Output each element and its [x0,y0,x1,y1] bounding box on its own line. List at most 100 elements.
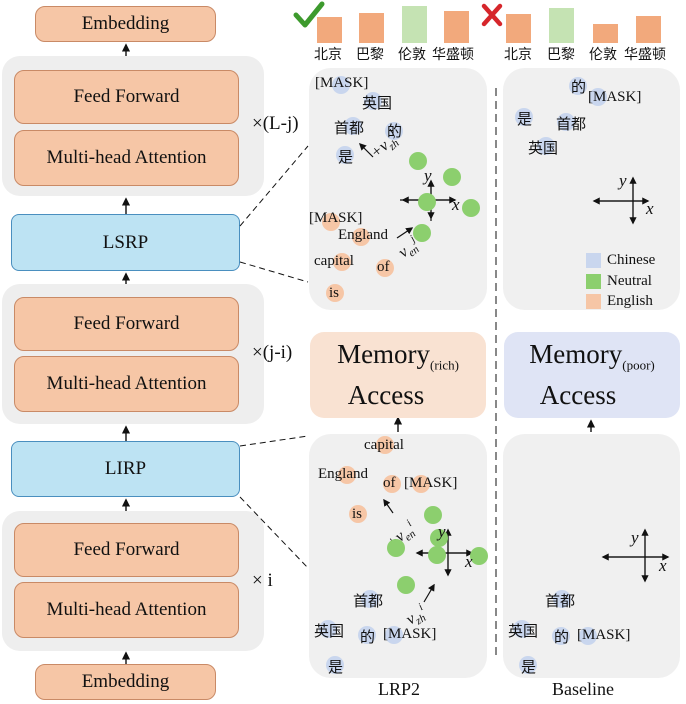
lrp2-top-england: England [338,227,388,243]
baseline-bottom-mask: [MASK] [577,627,631,643]
base-dot-yingguo [537,137,555,155]
baseline-top-panel [503,68,680,310]
baseline-top-shi: 是 [517,112,533,128]
bar-right-london [593,24,618,43]
dot-zh-mask [332,76,350,94]
lrp2-bottom-shi: 是 [328,660,344,676]
memory-rich-line2: Access [347,380,425,411]
lrp2-bottom-of: of [383,475,396,491]
b-dot-yingguo [319,620,337,638]
baseline-bottom-axis-x: x [659,556,667,575]
dot-zh-shi [336,146,354,164]
b-dot-de [358,626,376,644]
mha-bot-block: Multi-head Attention [14,582,239,638]
baseline-top-axes [592,176,650,225]
b-dot-neutral-4 [428,546,446,564]
dot-neutral-5 [413,224,431,242]
lrp2-top-capital: capital [314,253,354,269]
lrp2-bottom-shoudu: 首都 [353,594,384,610]
legend-english: English [586,293,653,310]
base-dot-shoudu [557,113,575,131]
repeat-bot-label: × i [252,570,273,591]
bar-left-beijing [317,17,342,43]
lirp-block: LIRP [11,441,240,497]
b-dot-shi [326,656,344,674]
city-right-1: 北京 [504,48,532,63]
city-right-3: 伦敦 [589,48,617,63]
b-dot-mask-zh [385,626,403,644]
repeat-top-label: ×(L-j) [252,113,299,134]
embedding-top-label: Embedding [81,13,170,34]
lrp2-top-de: 的 [387,124,403,140]
lsrp-block: LSRP [11,214,240,271]
feed-forward-bot-label: Feed Forward [73,539,180,560]
embedding-top-block: Embedding [35,6,216,42]
base-dot-mask [589,88,607,106]
bb-dot-shoudu [553,590,571,608]
legend-chinese: Chinese [586,252,655,269]
mha-top-label: Multi-head Attention [46,147,207,168]
lirp-connector-up [239,435,309,447]
memory-poor-line2: Access [539,380,617,411]
lrp2-top-of: of [377,259,390,275]
baseline-top-yingguo: 英国 [528,141,559,157]
baseline-top-mask: [MASK] [588,89,642,105]
cross-icon [481,3,503,27]
memory-poor-sub: (poor) [622,357,655,373]
vec-zh-top-arrow [358,142,374,158]
lirp-label: LIRP [104,458,147,479]
lrp2-bottom-axis-x: x [465,552,473,571]
baseline-top-shoudu: 首都 [556,117,587,133]
dot-neutral-3 [418,193,436,211]
dot-zh-yingguo [364,92,382,110]
b-dot-neutral-3 [387,539,405,557]
b-dot-of [383,475,401,493]
memory-rich-line1: Memory(rich) [337,339,459,380]
lrp2-top-is: is [329,285,340,301]
baseline-top-de: 的 [571,80,587,96]
baseline-bottom-axis-y: y [631,528,639,547]
feed-forward-mid-label: Feed Forward [73,313,180,334]
b-dot-is [349,505,367,523]
lrp2-bottom-axis-y: y [438,522,446,541]
baseline-bottom-de: 的 [554,630,570,646]
lrp2-top-axis-x: x [452,195,460,214]
legend-chinese-swatch [586,253,601,268]
dot-neutral-4 [462,199,480,217]
vec-en-bottom-arrow [383,498,394,514]
city-right-4: 华盛顿 [624,48,666,63]
bar-left-paris [359,13,384,43]
base-dot-de [569,77,587,95]
vec-en-top-arrow [396,227,414,239]
mha-mid-block: Multi-head Attention [14,356,239,412]
legend-neutral-label: Neutral [607,273,652,289]
feed-forward-mid-block: Feed Forward [14,297,239,351]
dot-zh-shoudu [344,117,362,135]
embedding-bottom-block: Embedding [35,664,216,700]
lsrp-connector-down [239,261,309,283]
feed-forward-bot-block: Feed Forward [14,523,239,577]
dot-en-mask [322,213,340,231]
caption-baseline: Baseline [552,679,614,699]
base-dot-shi [515,108,533,126]
memory-access-rich: Memory(rich) Access [310,332,486,418]
city-left-1: 北京 [314,48,342,63]
lrp2-bottom-mask: [MASK] [404,475,458,491]
check-icon [293,1,325,28]
feed-forward-top-label: Feed Forward [73,86,180,107]
legend-chinese-label: Chinese [607,252,656,268]
b-dot-mask [412,475,430,493]
feed-forward-top-block: Feed Forward [14,70,239,124]
repeat-mid-label: ×(j-i) [252,342,293,363]
mha-top-block: Multi-head Attention [14,130,239,186]
bb-dot-de [552,627,570,645]
vec-zh-bottom-arrow [423,583,435,603]
lrp2-bottom-yingguo: 英国 [314,624,345,640]
memory-poor-word: Memory [529,338,623,369]
lrp2-bottom-is: is [352,506,363,522]
dot-en-england [352,228,370,246]
lrp2-top-mask: [MASK] [315,75,369,91]
mha-bot-label: Multi-head Attention [46,599,207,620]
lrp2-bottom-england: England [318,466,368,482]
